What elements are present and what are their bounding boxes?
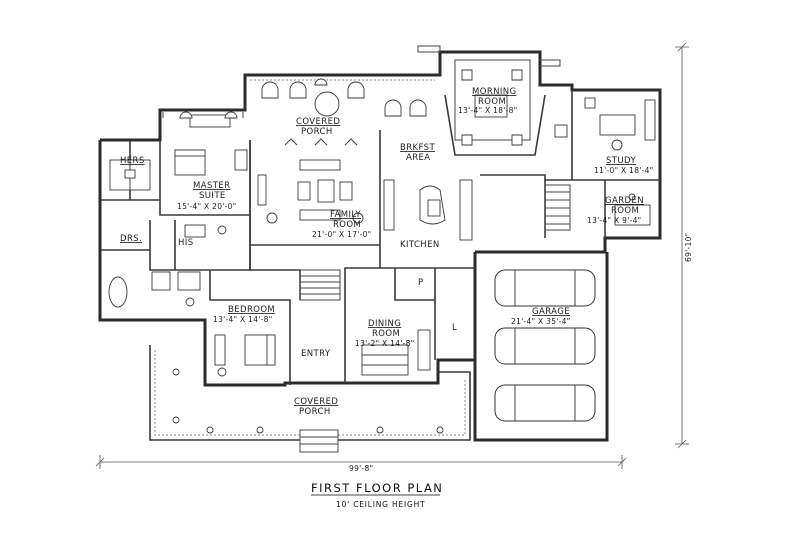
room-size-family-room: 21'-0" X 17'-0" [312, 230, 371, 239]
room-label-brkfst-area-1: BRKFST [400, 143, 435, 153]
room-label-bedroom: BEDROOM [228, 305, 275, 315]
exterior-walls [98, 50, 662, 442]
room-label-brkfst-area-2: AREA [406, 153, 431, 163]
room-label-family-room-2: ROOM [333, 220, 361, 230]
room-size-master-suite: 15'-4" X 20'-0" [177, 202, 236, 211]
overall-depth-dimension [675, 42, 689, 449]
plan-subtitle: 10' CEILING HEIGHT [336, 500, 425, 509]
room-label-covered-porch-front-2: PORCH [299, 407, 331, 417]
room-size-dining-room: 13'-2" X 14'-8" [355, 339, 414, 348]
room-size-garage: 21'-4" X 35'-4" [511, 317, 570, 326]
room-label-dining-room-1: DINING [368, 319, 401, 329]
family-room-furniture [257, 138, 364, 224]
bath-fixtures [108, 224, 227, 308]
room-label-his: HIS [178, 238, 194, 248]
room-label-dining-room-2: ROOM [372, 329, 400, 339]
study-furniture [554, 97, 656, 151]
covered-porch-furniture [261, 78, 427, 117]
room-label-morning-room-2: ROOM [478, 97, 506, 107]
garden-room-furniture [614, 193, 651, 226]
overall-width-label: 99'-8" [349, 464, 373, 473]
dining-room-furniture [361, 329, 431, 376]
room-label-garage: GARAGE [532, 307, 570, 317]
front-porch [149, 345, 471, 453]
master-suite-furniture [174, 111, 248, 176]
room-label-garden-room-1: GARDEN [605, 196, 644, 206]
morning-room-furniture [461, 69, 523, 146]
plan-title: FIRST FLOOR PLAN [311, 481, 443, 495]
room-size-garden-room: 13'-4" X 9'-4" [587, 216, 641, 225]
interior-walls [100, 90, 660, 385]
hers-closet-furniture [109, 159, 151, 191]
overall-depth-label: 69'-10" [684, 233, 693, 262]
room-label-hers: HERS [120, 156, 145, 166]
room-label-drs: DRS. [120, 234, 142, 244]
stairs [299, 184, 571, 301]
rear-porch-details [162, 45, 561, 141]
room-label-laundry: L [452, 323, 457, 333]
room-label-pantry: P [418, 278, 424, 288]
room-label-master-suite-2: SUITE [199, 191, 226, 201]
room-label-family-room-1: FAMILY [330, 210, 361, 220]
room-label-covered-porch-front-1: COVERED [294, 397, 338, 407]
room-size-study: 11'-0" X 18'-4" [594, 166, 653, 175]
room-label-covered-porch-rear-1: COVERED [296, 117, 340, 127]
room-label-entry: ENTRY [301, 349, 331, 359]
room-size-morning-room: 13'-4" X 18'-8" [458, 106, 517, 115]
room-label-master-suite-1: MASTER [193, 181, 230, 191]
overall-width-dimension [95, 455, 627, 469]
room-labels: HERS MASTER SUITE 15'-4" X 20'-0" COVERE… [120, 87, 653, 417]
room-label-covered-porch-rear-2: PORCH [301, 127, 333, 137]
garage-cars [494, 269, 596, 422]
room-label-kitchen: KITCHEN [400, 240, 440, 250]
room-label-garden-room-2: ROOM [611, 206, 639, 216]
kitchen-furniture [383, 179, 473, 241]
bedroom-furniture [214, 334, 276, 377]
room-size-bedroom: 13'-4" X 14'-8" [213, 315, 272, 324]
room-label-study: STUDY [606, 156, 636, 166]
room-label-morning-room-1: MORNING [472, 87, 517, 97]
